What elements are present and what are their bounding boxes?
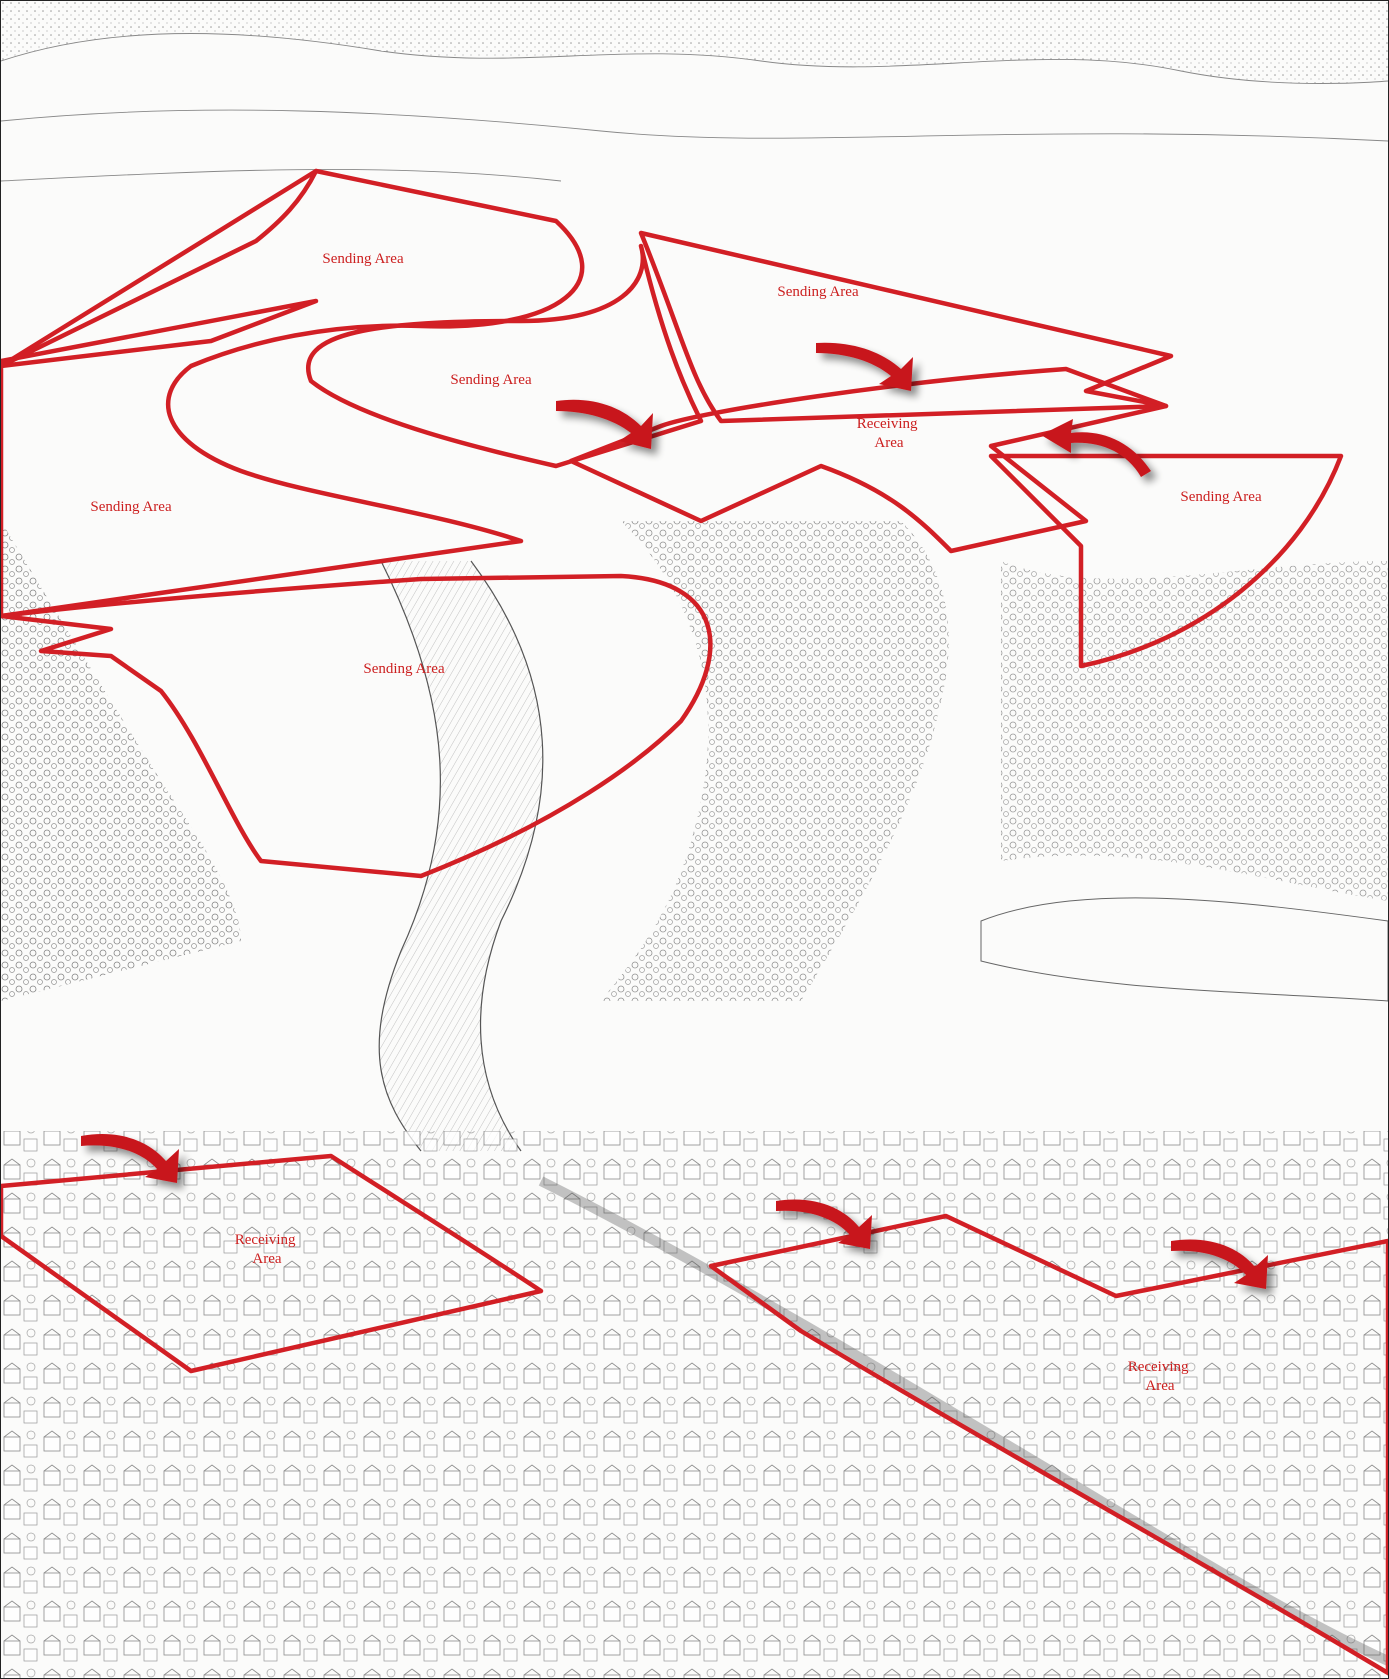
curved-arrow-icon [1171, 1239, 1268, 1289]
curved-arrow-icon [556, 399, 653, 449]
sending-area-boundary [306, 243, 704, 469]
receiving-area-boundary [708, 1213, 1388, 1676]
sending-area-boundary [1, 168, 319, 369]
curved-arrow-icon [1041, 419, 1151, 477]
sending-area-label: Sending Area [363, 661, 445, 677]
sending-area-label: Sending Area [777, 284, 859, 300]
curved-arrow-icon [776, 1199, 872, 1249]
receiving-area-label: Receiving Area [1128, 1359, 1193, 1394]
zone-labels: Sending Area Sending Area Sending Area S… [90, 251, 1262, 1394]
receiving-area-label: Receiving Area [235, 1232, 300, 1267]
curved-arrow-icon [81, 1133, 179, 1183]
receiving-area-boundary [568, 366, 1169, 554]
sending-area-boundary [1, 573, 713, 879]
receiving-area-boundary [1, 1153, 544, 1374]
transfer-arrows [81, 342, 1268, 1289]
sending-area-boundary [638, 230, 1174, 424]
sending-area-boundary [1, 168, 585, 619]
sending-area-boundary [988, 453, 1344, 669]
zone-boundaries [1, 168, 1388, 1676]
sending-area-label: Sending Area [1180, 489, 1262, 505]
sending-area-label: Sending Area [90, 499, 172, 515]
receiving-area-label: Receiving Area [857, 416, 922, 451]
sending-area-label: Sending Area [450, 372, 532, 388]
sending-area-label: Sending Area [322, 251, 404, 267]
curved-arrow-icon [816, 342, 913, 391]
